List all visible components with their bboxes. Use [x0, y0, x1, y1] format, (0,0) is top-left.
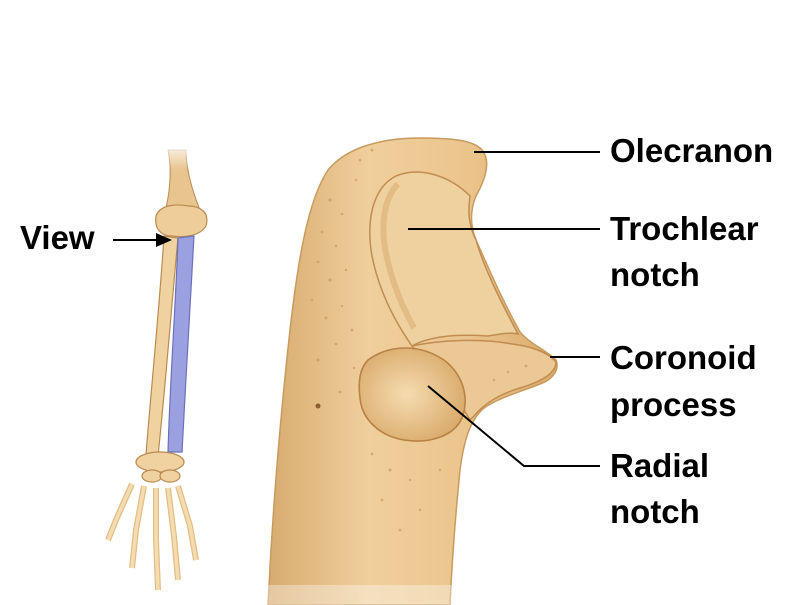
ulna-proximal-detail: [260, 138, 557, 605]
forearm-thumbnail: [108, 140, 207, 590]
elbow-joint: [156, 205, 207, 237]
label-radial-line1: Radial: [610, 448, 709, 484]
hand: [108, 452, 196, 590]
nutrient-foramen: [316, 404, 321, 409]
label-radial-line2: notch: [610, 494, 700, 530]
label-view: View: [20, 220, 95, 256]
label-olecranon: Olecranon: [610, 133, 773, 169]
label-coronoid-line2: process: [610, 387, 737, 423]
label-trochlear-line1: Trochlear: [610, 211, 759, 247]
label-coronoid-line1: Coronoid: [610, 340, 757, 376]
label-trochlear-line2: notch: [610, 257, 700, 293]
